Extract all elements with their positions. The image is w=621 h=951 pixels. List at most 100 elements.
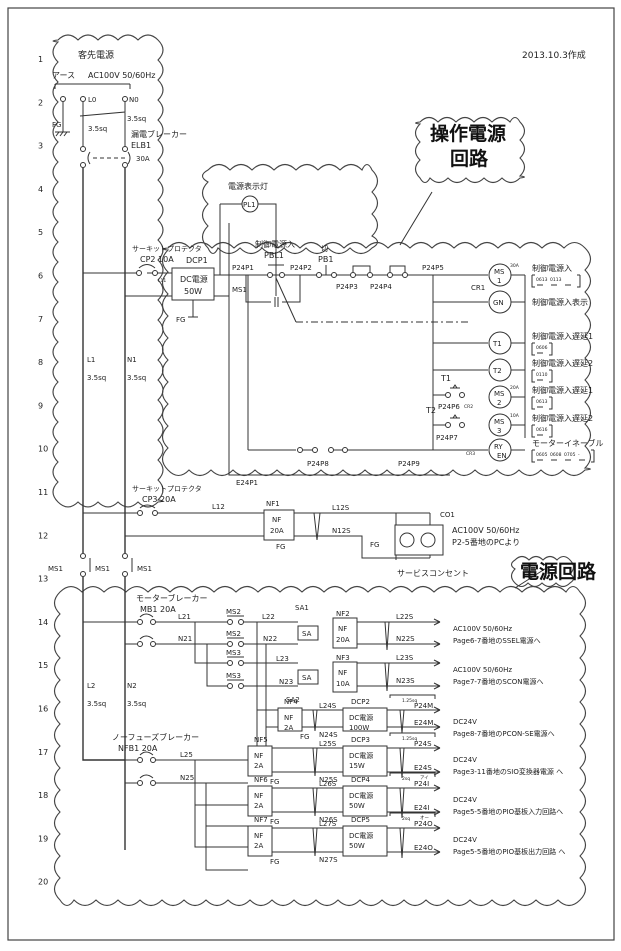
nf-rating: 2A <box>254 802 263 810</box>
dcp-label: DCP4 <box>351 776 370 784</box>
dcp-label: DCP2 <box>351 698 370 706</box>
row-number: 18 <box>38 791 48 800</box>
dc-supply-row: NF6NF2AFGL26SN26SDCP4DC電源50W2sqP24IE24Iア… <box>247 772 563 826</box>
dc-power-circuit: ノーフューズブレーカー NFB1 20A L25 N25 NF4NF2AFGL2… <box>83 694 565 871</box>
arrow-icon <box>387 784 441 816</box>
control-power-circuit: 電源表示灯 PL1 サーキットプロテクタ CP2 10A L11 DCP1 DC… <box>83 181 604 487</box>
coil-t2: T2 制御電源入遅延2 0110 <box>488 358 593 383</box>
motor-output-wires <box>357 621 440 687</box>
line-label: L26S <box>319 780 337 788</box>
wire-size: 1.25sq <box>402 698 417 704</box>
elb-contact <box>80 146 86 152</box>
contact-label: MS2 <box>226 608 241 616</box>
l23s-label: L23S <box>396 654 414 662</box>
n23-label: N23 <box>279 678 293 686</box>
ms1-contact-label: MS1 <box>232 286 247 294</box>
row-number: 13 <box>38 575 48 584</box>
psu-watt: 50W <box>349 802 365 810</box>
contact-reference: 0113 <box>550 277 562 283</box>
motor-out1-a: AC100V 50/60Hz <box>453 625 512 633</box>
psu-label: DC電源 <box>349 713 373 722</box>
noise-filter <box>247 745 273 777</box>
pb1-contact <box>316 272 322 278</box>
coil-rating: 10A <box>510 413 520 419</box>
dc-out-a: DC24V <box>453 836 477 844</box>
contact-reference: 0110 <box>536 372 548 378</box>
cloud-control <box>161 241 592 477</box>
nf2-label: NF2 <box>336 610 350 618</box>
dcp1-label: DCP1 <box>186 256 208 265</box>
dc-power-supply <box>342 825 388 857</box>
net-p24p7: P24P7 <box>436 434 458 442</box>
net-p24p2: P24P2 <box>290 264 312 272</box>
n21-label: N21 <box>178 635 192 643</box>
terminal-l0-label: L0 <box>88 96 96 104</box>
contactor-contact: MS3 <box>221 672 256 689</box>
dc-power-supply <box>342 707 388 732</box>
coil-description: 制御電源入遅延1 <box>532 385 593 395</box>
coil-description: 制御電源入遅延2 <box>532 358 593 368</box>
output-net: E24S <box>414 764 432 772</box>
nf3-rating: 10A <box>336 680 350 688</box>
coil-description: 制御電源入表示 <box>532 297 588 307</box>
sa1-label: SA1 <box>295 604 309 612</box>
coil-id: T2 <box>492 367 502 375</box>
row-number: 5 <box>38 228 43 237</box>
dc-out-b: Page8-7番地のPCON-SE電源へ <box>453 729 555 738</box>
reference-bracket <box>531 274 581 288</box>
contact-reference: 0705 <box>564 452 576 458</box>
nf-label: NF5 <box>254 736 268 744</box>
reading-hint: アイ <box>420 775 429 781</box>
control-callout-line1: 操作電源 <box>430 122 506 145</box>
elb-arc <box>87 151 131 165</box>
fg-label: FG <box>270 818 279 826</box>
net-e24p1: E24P1 <box>236 479 258 487</box>
nf-text: NF <box>254 752 263 760</box>
dc-out-a: DC24V <box>453 796 477 804</box>
fg-label: FG <box>370 541 379 549</box>
elb-label: 漏電ブレーカー <box>131 129 187 139</box>
l23-label: L23 <box>276 655 289 663</box>
cp3-id: CP3 20A <box>142 495 176 504</box>
pb1-label: 切 <box>321 245 328 253</box>
contactor-contact: MS2 <box>221 630 256 647</box>
outlet-desc2: P2-5番地のPCより <box>452 537 520 547</box>
outlet-feed <box>83 512 264 537</box>
row-number: 17 <box>38 748 48 757</box>
noise-filter-nf3 <box>332 661 358 693</box>
row-number: 20 <box>38 878 48 887</box>
sheet-border <box>7 7 615 941</box>
dc-out-b: Page5-5番地のPIO基板入力回路へ <box>453 807 563 816</box>
elb-contact <box>122 146 128 152</box>
nf-text: NF <box>284 714 293 722</box>
nf-text: NF <box>254 792 263 800</box>
main-trunk <box>82 168 126 850</box>
row-number: 9 <box>38 401 43 410</box>
reading-hint: オー <box>420 815 429 821</box>
elb-contact <box>80 162 86 168</box>
coil-rating: 30A <box>510 263 520 269</box>
nf-rating: 2A <box>284 724 293 732</box>
dc-out-a: DC24V <box>453 756 477 764</box>
psu-label: DC電源 <box>349 831 373 840</box>
ms1-label: MS1 <box>137 565 152 573</box>
dc-supply-row: NF5NF2AFGL25SN25SDCP3DC電源15W1.25sqP24SE2… <box>247 732 563 786</box>
cp2-wires <box>83 272 172 297</box>
ms1-self-hold <box>245 275 301 307</box>
pbl1-contact <box>267 272 273 278</box>
net-p24p6: P24P6 <box>438 403 460 411</box>
net-p24p9: P24P9 <box>398 460 420 468</box>
row-number: 15 <box>38 661 48 670</box>
pbl1-contact <box>279 272 285 278</box>
source-voltage: AC100V 50/60Hz <box>88 71 155 80</box>
dc-out-b: Page5-5番地のPIO基板出力回路 へ <box>453 847 565 856</box>
control-callout-leader <box>399 191 433 246</box>
sa-text: SA <box>302 630 312 638</box>
dcp1-ground <box>188 300 198 318</box>
motor-out2-b: Page7-7番地のSCON電源へ <box>453 677 543 686</box>
fg-label: FG <box>276 543 285 551</box>
